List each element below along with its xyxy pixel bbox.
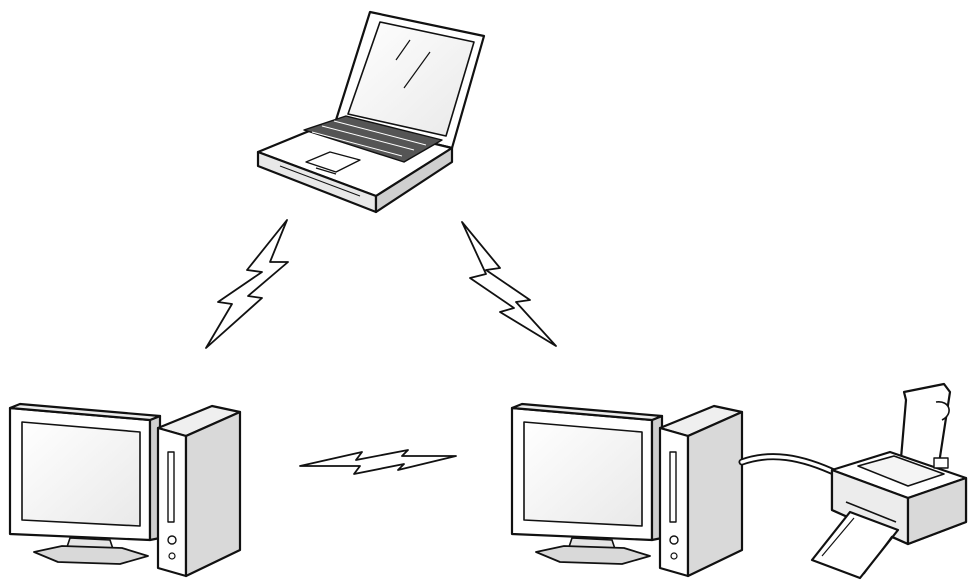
laptop-icon <box>256 10 486 214</box>
tower-case <box>156 404 242 578</box>
lightning-bolt-icon <box>461 221 557 347</box>
tower-case <box>658 404 744 578</box>
lightning-bolt-icon <box>299 449 457 475</box>
lightning-bolt-icon <box>205 219 289 349</box>
monitor <box>8 402 162 565</box>
printer-icon <box>810 382 968 580</box>
desktop-computer-icon <box>510 402 744 578</box>
monitor <box>510 402 664 565</box>
cable-icon <box>740 454 840 476</box>
desktop-computer-icon <box>8 402 242 578</box>
